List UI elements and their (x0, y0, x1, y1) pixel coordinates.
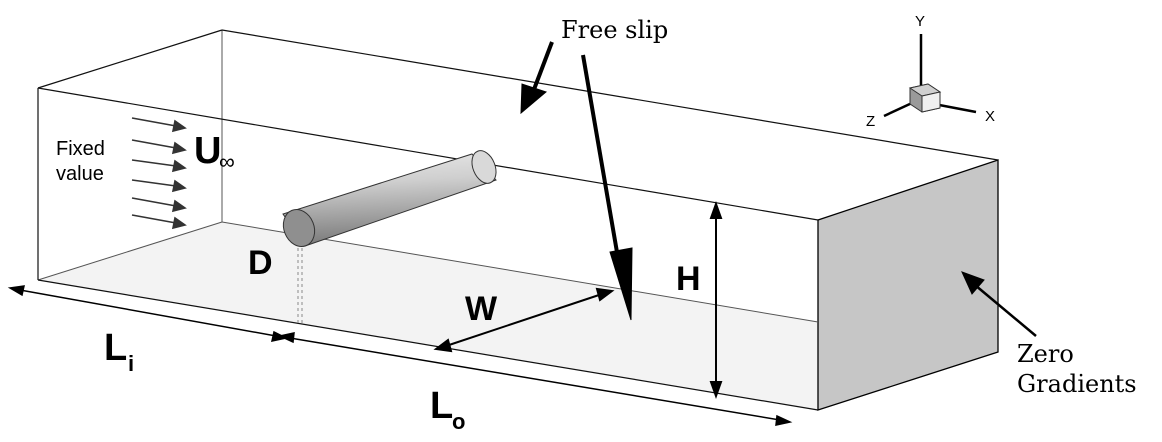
axis-y-label: Y (915, 13, 925, 30)
outlet-face (817, 159, 999, 411)
outlet-length-label: L o (430, 385, 465, 434)
l-in-main: L (104, 327, 127, 369)
axis-x-label: X (985, 108, 995, 125)
u-main: U (194, 130, 221, 172)
height-dimension (709, 201, 723, 399)
free-slip-arrows (520, 41, 633, 321)
cylinder (282, 150, 497, 326)
u-sub: ∞ (219, 149, 235, 174)
outlet-length-dimension (277, 332, 793, 426)
domain-floor (38, 222, 998, 410)
u-infinity-label: U ∞ (194, 130, 235, 174)
inlet-length-dimension (7, 285, 289, 342)
free-slip-label: Free slip (561, 16, 668, 44)
fixed-value-label: Fixed value (56, 138, 110, 185)
diameter-label: D (248, 244, 273, 282)
domain-outline (37, 29, 999, 411)
fixed-value-line2: value (56, 163, 104, 185)
zero-line2: Gradients (1017, 370, 1137, 398)
zero-gradients-label: Zero Gradients (1017, 340, 1137, 398)
axis-z-label: Z (866, 113, 875, 130)
inflow-arrows (131, 117, 187, 230)
height-label: H (676, 260, 701, 298)
zero-gradients-arrow (961, 271, 1037, 337)
l-out-sub: o (452, 409, 465, 434)
axis-triad (883, 34, 977, 118)
fixed-value-line1: Fixed (56, 138, 105, 160)
zero-line1: Zero (1017, 340, 1074, 368)
width-label: W (465, 290, 498, 328)
inlet-length-label: L i (104, 327, 134, 376)
width-dimension (433, 287, 615, 353)
l-in-sub: i (128, 351, 134, 376)
l-out-main: L (430, 385, 453, 427)
